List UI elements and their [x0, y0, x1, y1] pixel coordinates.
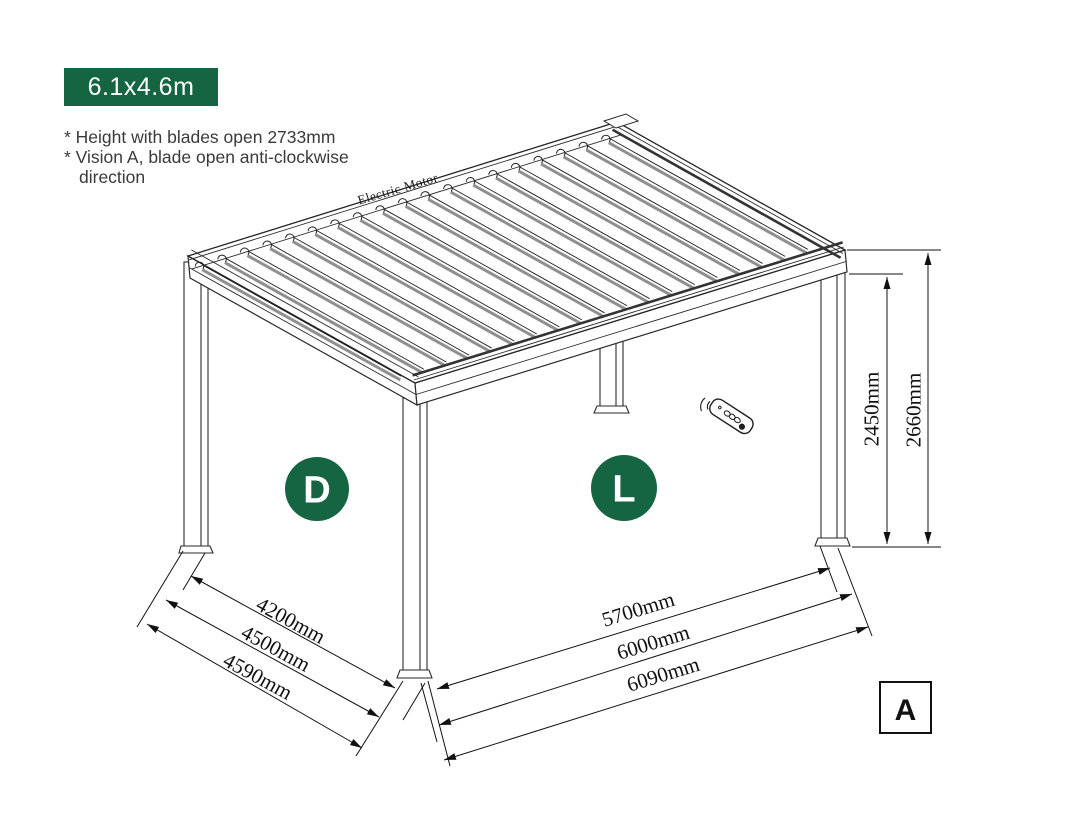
view-a-label: A: [895, 694, 917, 727]
back-post: [593, 329, 630, 414]
note-height: * Height with blades open 2733mm: [64, 127, 336, 147]
louver-blades: [194, 134, 808, 382]
roof-top: Electric Motor: [186, 113, 847, 384]
left-post: [178, 261, 214, 554]
spec-notes: * Height with blades open 2733mm * Visio…: [64, 127, 349, 187]
depth-dimensions: [136, 550, 426, 757]
front-post: [396, 397, 433, 679]
marker-d-circle: D: [285, 457, 349, 521]
dim-2450: 2450mm: [859, 372, 883, 447]
width-dimensions: [420, 545, 873, 767]
right-post: [814, 269, 851, 547]
size-badge-label: 6.1x4.6m: [87, 72, 195, 101]
size-badge: 6.1x4.6m: [64, 68, 218, 106]
note-vision: * Vision A, blade open anti-clockwise: [64, 147, 349, 167]
marker-d-label: D: [303, 470, 330, 512]
motor-box: [602, 113, 640, 129]
note-direction: direction: [79, 167, 146, 187]
view-a-box: A: [879, 681, 932, 734]
marker-l-label: L: [612, 469, 635, 511]
remote-control-icon: [700, 397, 754, 435]
marker-l-circle: L: [591, 455, 657, 521]
height-dimensions: [847, 249, 941, 548]
dim-2660: 2660mm: [901, 373, 925, 448]
